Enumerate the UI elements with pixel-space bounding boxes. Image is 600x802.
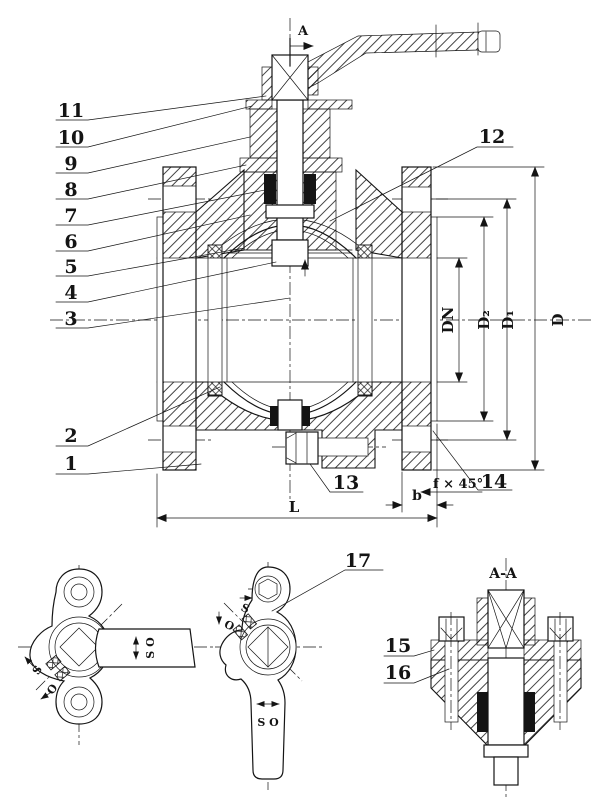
stem-tip bbox=[493, 756, 519, 786]
section-cut-marks: A bbox=[289, 24, 314, 277]
stop-lug bbox=[241, 613, 258, 630]
gland-bolt-left bbox=[438, 612, 465, 730]
callout-16: 16 bbox=[385, 662, 411, 684]
stop-lug bbox=[54, 665, 71, 682]
dim-bolt-circle-label: D₁ bbox=[499, 310, 517, 330]
section-view-title: A-A bbox=[488, 566, 518, 582]
packing-section bbox=[477, 692, 488, 732]
gland-bolt-right bbox=[547, 612, 574, 730]
callout-17: 17 bbox=[345, 550, 371, 572]
dim-bore-label: DN bbox=[439, 306, 457, 333]
callout-11: 11 bbox=[58, 100, 84, 122]
dim-length-label: L bbox=[289, 498, 300, 516]
stem bbox=[265, 54, 315, 267]
dim-chamfer-label: f × 45° bbox=[433, 477, 483, 492]
stop-lug bbox=[45, 654, 62, 671]
section-cut-label: A bbox=[297, 24, 309, 39]
handle-lever bbox=[261, 22, 501, 101]
left-flange bbox=[156, 166, 197, 471]
packing-section bbox=[524, 692, 535, 732]
stem-packing-right bbox=[304, 174, 316, 204]
callout-4: 4 bbox=[64, 282, 77, 304]
callout-15: 15 bbox=[385, 635, 411, 657]
callout-3: 3 bbox=[64, 308, 77, 330]
shut-open-marker: S O bbox=[257, 716, 279, 729]
right-flange bbox=[401, 166, 438, 471]
callout-8: 8 bbox=[64, 179, 77, 201]
top-view-handle-right: S O S O bbox=[18, 565, 213, 745]
callout-1: 1 bbox=[64, 453, 77, 475]
shut-open-marker: S O bbox=[144, 637, 157, 659]
callout-2: 2 bbox=[64, 425, 77, 447]
section-a-a-view: A-A bbox=[383, 558, 582, 798]
dim-raised-face-label: D₂ bbox=[475, 310, 493, 330]
stop-lug bbox=[232, 624, 249, 641]
callout-10: 10 bbox=[58, 127, 84, 149]
body-neck-right bbox=[355, 168, 403, 259]
handle-grip-end bbox=[477, 30, 501, 53]
callout-7: 7 bbox=[64, 205, 77, 227]
top-view-handle-down: S O S O 17 bbox=[215, 550, 384, 790]
callouts: 11 10 9 8 7 6 5 4 3 2 1 12 13 14 bbox=[55, 95, 514, 494]
callout-14: 14 bbox=[481, 471, 507, 493]
hex-nut bbox=[258, 578, 278, 600]
callout-6: 6 bbox=[64, 231, 77, 253]
drain-plug bbox=[270, 399, 369, 465]
dim-thickness-label: b bbox=[412, 488, 422, 504]
callout-9: 9 bbox=[64, 153, 77, 175]
callout-13: 13 bbox=[333, 472, 359, 494]
callout-12: 12 bbox=[479, 126, 505, 148]
dim-flange-od-label: D bbox=[549, 313, 567, 326]
handle-top-view bbox=[94, 628, 196, 668]
callout-5: 5 bbox=[64, 256, 77, 278]
main-section-view: A bbox=[50, 18, 592, 502]
stem-section bbox=[487, 657, 525, 746]
seat-rings bbox=[207, 244, 373, 396]
stem-packing-left bbox=[264, 174, 276, 204]
dimensions: DN D₂ D₁ D L b f × 45° bbox=[156, 166, 567, 528]
